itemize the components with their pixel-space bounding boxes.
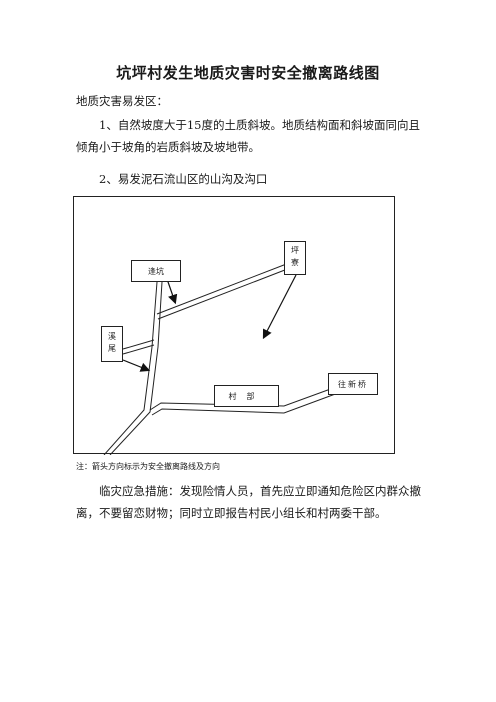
main-road — [103, 281, 163, 455]
section-heading: 地质灾害易发区： — [76, 94, 168, 108]
label-wangxinqiao: 往新桥 — [328, 373, 378, 395]
label-xiwei: 溪尾 — [101, 326, 123, 362]
road-to-pingliao — [156, 262, 291, 320]
label-pingliao: 坪寮 — [284, 241, 306, 275]
emergency-measures: 临灾应急措施：发现险情人员，首先应立即通知危险区内群众撤离，不要留恋财物；同时立… — [76, 484, 421, 520]
evacuation-map: 逢坑 坪寮 溪尾 村部 往新桥 — [73, 196, 395, 455]
road-to-xiwei — [122, 339, 155, 355]
label-cunbu: 村部 — [214, 385, 279, 407]
item-2: 2、易发泥石流山区的山沟及沟口 — [99, 172, 268, 186]
label-fengkeng: 逢坑 — [131, 260, 181, 282]
item-1: 1、自然坡度大于15度的土质斜坡。地质结构面和斜坡面同向且倾角小于坡角的岩质斜坡… — [76, 118, 420, 154]
map-note: 注：箭头方向标示为安全撤离路线及方向 — [76, 462, 220, 471]
page-title: 坑坪村发生地质灾害时安全撤离路线图 — [116, 64, 380, 82]
arrow-pingliao — [262, 274, 297, 340]
arrow-fengkeng — [166, 278, 178, 305]
arrow-xiwei — [122, 359, 151, 372]
